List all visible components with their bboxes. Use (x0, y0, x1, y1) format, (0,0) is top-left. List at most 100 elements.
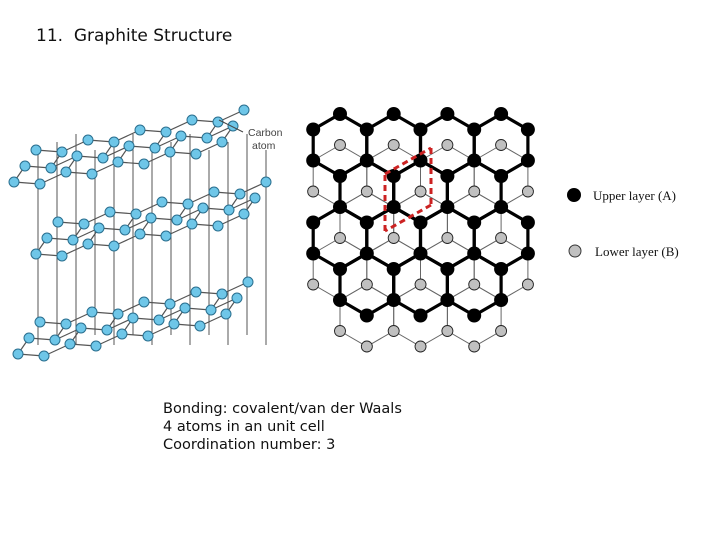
carbon-atom (194, 320, 206, 332)
upper-layer-atom (440, 107, 455, 121)
upper-layer-atom (306, 215, 321, 230)
carbon-atom (45, 162, 57, 174)
carbon-atom (220, 308, 232, 320)
carbon-atom (23, 332, 35, 344)
upper-layer-atom (386, 107, 401, 121)
graphite-perspective-model (8, 104, 272, 362)
carbon-atom (19, 160, 31, 172)
carbon-atom (249, 192, 261, 204)
carbon-atom (112, 156, 124, 168)
carbon-atom (90, 340, 102, 352)
upper-layer-atom (359, 246, 374, 261)
carbon-atom (82, 238, 94, 250)
carbon-atom (38, 350, 50, 362)
callout-leader-line (218, 119, 244, 133)
lower-layer-atom (360, 278, 373, 291)
carbon-atom (138, 158, 150, 170)
carbon-atom (260, 176, 272, 188)
carbon-atom (86, 306, 98, 318)
upper-layer-atom (413, 215, 428, 230)
carbon-atom (56, 250, 68, 262)
lower-layer-atom (495, 325, 508, 337)
upper-layer-atom (386, 262, 401, 276)
unit-cell-edge (384, 146, 432, 176)
carbon-atom (205, 304, 217, 316)
carbon-atom (108, 240, 120, 252)
carbon-atom (101, 324, 113, 336)
upper-layer-atom (413, 308, 428, 323)
upper-layer-atom (306, 122, 321, 137)
upper-layer-atom (386, 200, 401, 214)
upper-layer-atom (333, 200, 347, 214)
lower-layer-atom (307, 185, 320, 198)
graphene-sheet (12, 276, 254, 362)
carbon-atom (216, 136, 228, 148)
carbon-atom (86, 168, 98, 180)
upper-layer-atom (359, 308, 374, 323)
slide-title: 11. Graphite Structure (36, 26, 233, 46)
upper-layer-atom (520, 153, 535, 168)
carbon-atom (160, 126, 172, 138)
upper-layer-atom (359, 215, 374, 230)
carbon-atom (242, 276, 254, 288)
carbon-atom (30, 248, 42, 260)
carbon-atom (112, 308, 124, 320)
carbon-atom (138, 296, 150, 308)
lower-layer-atom (334, 232, 346, 244)
lower-layer-atom (414, 340, 427, 353)
carbon-atom (82, 134, 94, 146)
upper-layer-atom (333, 262, 347, 276)
note-atoms-per-cell: 4 atoms in an unit cell (163, 419, 325, 435)
unit-cell-edge (384, 203, 432, 233)
upper-layer-atom (520, 122, 535, 137)
upper-layer-atom (440, 200, 455, 214)
carbon-atom (71, 150, 83, 162)
carbon-atom (34, 178, 46, 190)
lower-layer-atom (521, 185, 534, 198)
carbon-atom (142, 330, 154, 342)
carbon-atom (182, 198, 194, 210)
lower-layer-atom (468, 340, 481, 353)
carbon-atom (179, 302, 191, 314)
carbon-atom (186, 218, 198, 230)
lower-layer-atom (360, 340, 373, 353)
carbon-atom (171, 214, 183, 226)
carbon-atom (190, 286, 202, 298)
carbon-atom (164, 298, 176, 310)
carbon-atom (164, 146, 176, 158)
carbon-atom-label-line1: Carbon (248, 127, 283, 139)
carbon-atom (116, 328, 128, 340)
carbon-atom (12, 348, 24, 360)
carbon-atom (41, 232, 53, 244)
carbon-atom (153, 314, 165, 326)
upper-layer-atom (494, 107, 509, 121)
carbon-atom (30, 144, 42, 156)
upper-layer-atom (413, 122, 428, 137)
legend-label-lower: Lower layer (B) (595, 244, 679, 259)
carbon-atom (156, 196, 168, 208)
upper-layer-atom (359, 122, 374, 137)
carbon-atom-label-line2: atom (252, 140, 276, 152)
carbon-atom (130, 208, 142, 220)
carbon-atom (119, 224, 131, 236)
carbon-atom (227, 120, 239, 132)
graphene-sheet (30, 176, 272, 262)
upper-layer-atom (386, 293, 401, 307)
carbon-atom (8, 176, 20, 188)
upper-layer-atom (520, 246, 535, 261)
carbon-atom (67, 234, 79, 246)
upper-layer-atom (467, 122, 482, 137)
upper-layer-atom (306, 153, 321, 168)
carbon-atom (216, 288, 228, 300)
carbon-atom (238, 208, 250, 220)
upper-layer-atom (520, 215, 535, 230)
carbon-atom (104, 206, 116, 218)
lower-layer-atom (387, 325, 400, 337)
upper-layer-atom (359, 153, 374, 168)
carbon-atom (75, 322, 87, 334)
carbon-atom (127, 312, 139, 324)
carbon-atom (108, 136, 120, 148)
lower-layer-atom (334, 325, 346, 337)
carbon-atom (190, 148, 202, 160)
